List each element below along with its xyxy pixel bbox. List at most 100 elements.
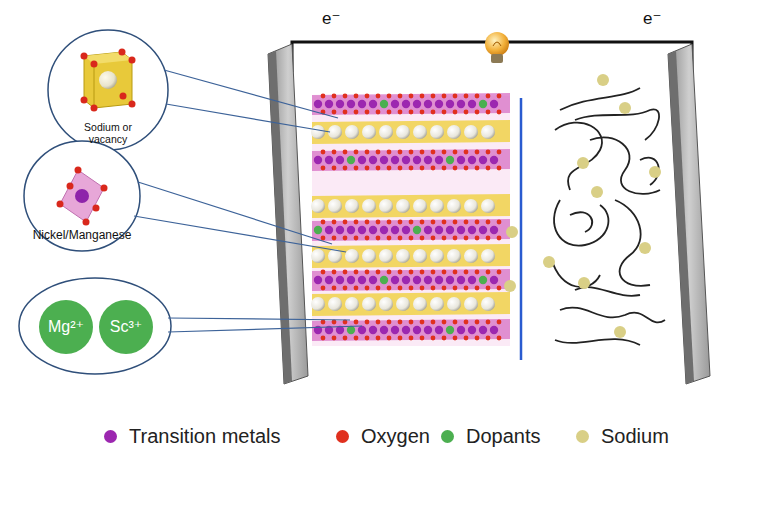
cathode-atom [453,286,458,291]
cathode-atom [376,166,381,171]
cathode-atom [464,199,478,213]
legend-text: Oxygen [361,425,430,448]
cathode-atom [398,270,403,275]
cathode-atom [379,249,393,263]
cathode-atom [321,166,326,171]
cathode-atom [486,320,491,325]
cathode-atom [468,326,476,334]
cathode-atom [332,286,337,291]
dopant-circle: Mg²⁺ [39,300,93,354]
cathode-atom [464,320,469,325]
cathode-atom [358,226,366,234]
cathode-atom [497,94,502,99]
cathode-atom [464,94,469,99]
cathode-atom [446,226,454,234]
cathode-atom [365,94,370,99]
cathode-atom [442,236,447,241]
cathode-atom [481,199,495,213]
cathode-atom [481,125,495,139]
cathode-atom [343,110,348,115]
legend-text: Transition metals [129,425,281,448]
cathode-atom [380,100,388,108]
cathode-atom [442,110,447,115]
legend-item: Oxygen [336,425,430,448]
dopant-circle: Sc³⁺ [99,300,153,354]
cathode-atom [457,326,465,334]
cathode-atom [457,100,465,108]
cathode-atom [435,276,443,284]
cathode-atom [387,336,392,341]
cathode-atom [475,286,480,291]
cathode-atom [409,286,414,291]
cathode-atom [486,236,491,241]
callout-ellipse [24,141,140,251]
cathode-atom [442,286,447,291]
cathode-atom [325,226,333,234]
sodium-site-icon [81,49,136,112]
plate-edge [668,51,694,384]
cathode-atom [387,270,392,275]
callout-ellipse [19,278,171,374]
cathode-atom [475,336,480,341]
cathode-atom [420,94,425,99]
cathode-atom [391,100,399,108]
cathode-atom [475,236,480,241]
cathode-atom [424,276,432,284]
cathode-atom [332,336,337,341]
cathode-atom [358,326,366,334]
cathode-atom [435,326,443,334]
anode-plate [668,44,710,384]
cathode-atom [409,320,414,325]
cathode-atom [497,270,502,275]
node-text: Mg²⁺ [48,318,84,336]
cathode-atom [328,125,342,139]
cathode-atom [446,326,454,334]
cathode-atom [343,286,348,291]
cathode-atom [486,110,491,115]
cathode-atom [431,236,436,241]
sodium-layer [312,244,510,268]
cathode-atom [365,166,370,171]
cathode-atom [413,156,421,164]
cathode-atom [464,220,469,225]
cathode-atom [402,226,410,234]
cathode-atom [453,166,458,171]
cathode-atom [464,236,469,241]
cathode-atom [369,100,377,108]
cathode-atom [442,150,447,155]
cathode-atom [354,286,359,291]
cathode-atom [457,226,465,234]
cathode-atom [354,150,359,155]
cathode-atom [354,320,359,325]
cathode-atom [497,220,502,225]
cathode-atom [387,220,392,225]
cathode-atom [328,297,342,311]
cathode-atom [402,100,410,108]
cathode-atom [321,220,326,225]
cathode-atom [447,297,461,311]
cathode-atom [442,166,447,171]
cathode-atom [345,199,359,213]
cathode-atom [391,156,399,164]
cathode-atom [475,320,480,325]
cathode-atom [413,226,421,234]
cathode-atom [365,236,370,241]
cathode-atom [332,270,337,275]
cathode-atom [376,236,381,241]
callout-text-box: Sodium or vacancy [66,116,150,150]
cathode-atom [396,199,410,213]
cathode-atom [358,276,366,284]
cathode-atom [468,226,476,234]
cathode-atom [396,125,410,139]
cathode-atom [347,276,355,284]
cathode-atom [447,199,461,213]
cathode-atom [413,125,427,139]
cathode-atom [387,286,392,291]
layered-cathode [311,93,510,346]
cathode-atom [336,276,344,284]
cathode-atom [420,220,425,225]
cathode-atom [475,220,480,225]
cathode-atom [481,297,495,311]
cathode-atom [430,249,444,263]
